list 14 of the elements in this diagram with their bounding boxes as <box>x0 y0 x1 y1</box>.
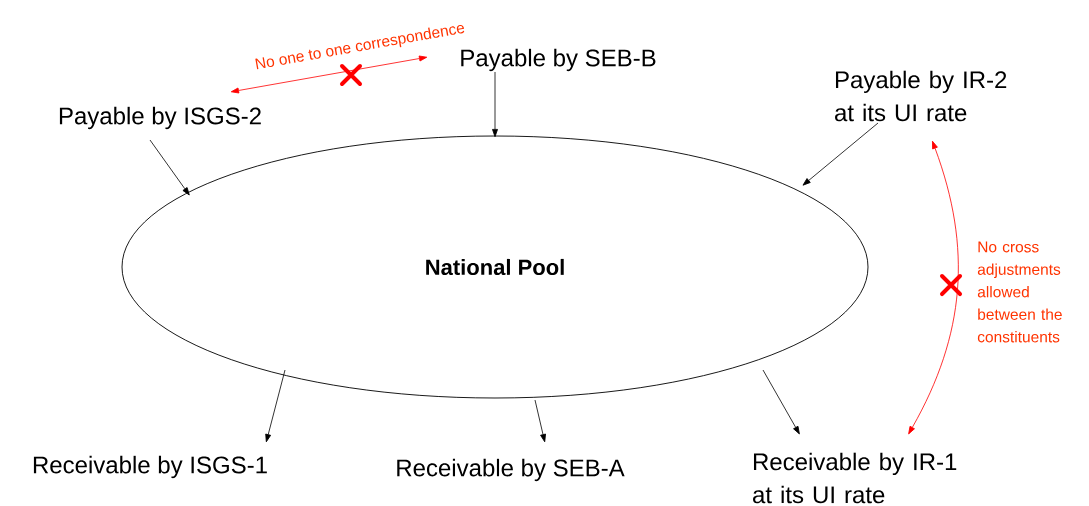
arrow <box>802 122 879 186</box>
arrow <box>230 55 428 94</box>
node-label: Receivable by IR-1 at its UI rate <box>753 452 957 504</box>
arrow <box>492 71 498 138</box>
node-label: Receivable by ISGS-1 <box>33 455 267 479</box>
arrow <box>534 399 546 443</box>
arrow <box>762 369 800 435</box>
arrow <box>908 140 959 435</box>
node-label: Payable by ISGS-2 <box>59 106 261 130</box>
edge-label: No cross adjustments allowed between the constituents <box>977 241 1062 343</box>
node-label: Receivable by SEB-A <box>397 458 625 482</box>
arrow <box>265 369 286 443</box>
node-label: Payable by IR-2 at its UI rate <box>835 70 1007 122</box>
arrow <box>149 139 190 196</box>
